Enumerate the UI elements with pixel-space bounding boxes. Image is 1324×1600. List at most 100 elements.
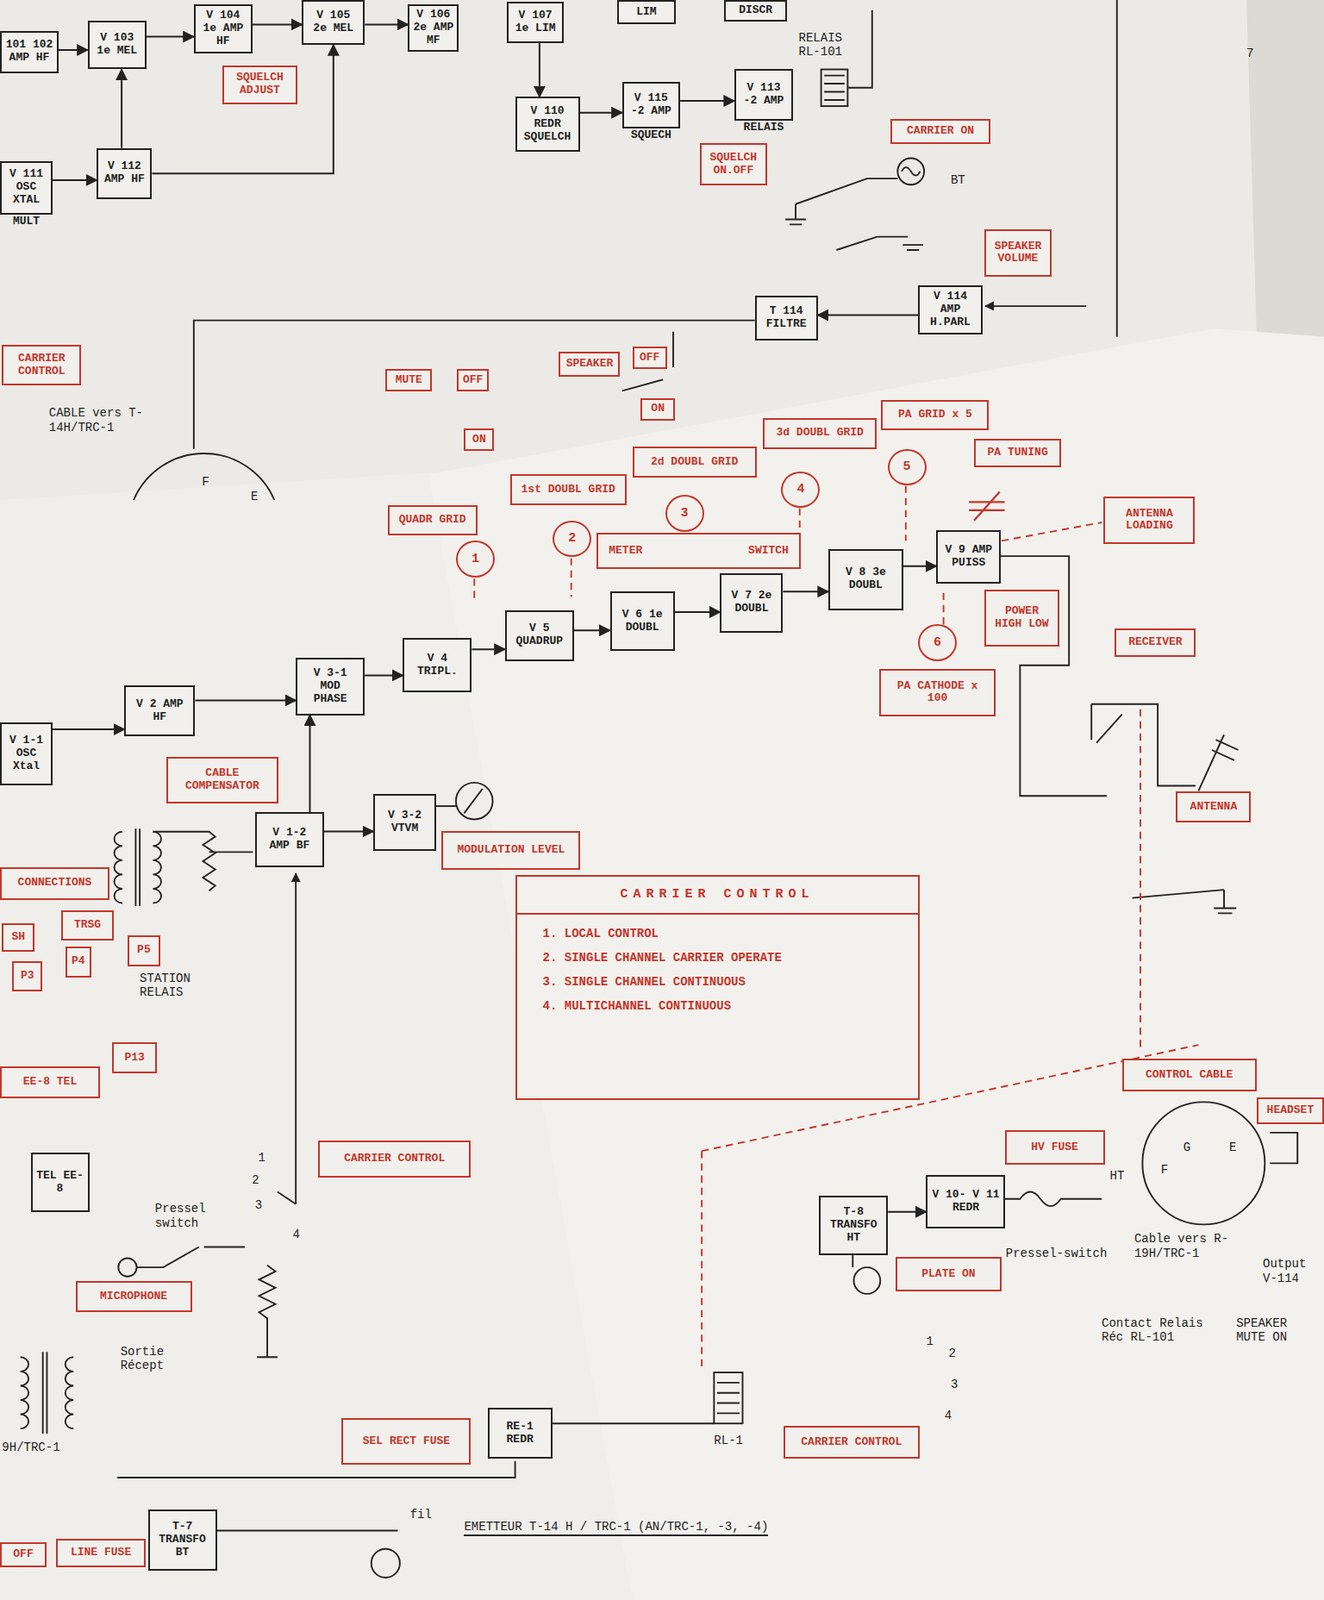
box-text: OFF <box>5 1548 42 1562</box>
signal-connector <box>887 1211 926 1213</box>
potentiometer <box>256 1265 278 1358</box>
box-text: DISCR <box>729 4 782 18</box>
stage-box: V 9 AMP PUISS <box>936 530 1001 584</box>
signal-connector <box>52 728 125 731</box>
control-label-box: TRSG <box>61 910 114 942</box>
control-label-box: 1st DOUBL GRID <box>510 474 627 506</box>
box-text: HV FUSE <box>1010 1141 1100 1155</box>
wire-label: Output V-114 <box>1262 1256 1319 1287</box>
box-text: V 3-2 VTVM <box>378 809 431 836</box>
signal-connector <box>471 648 505 650</box>
box-text: PLATE ON <box>900 1267 997 1281</box>
control-label-box: ANTENNA <box>1175 791 1251 823</box>
box-text: 1. LOCAL CONTROL <box>517 914 919 946</box>
box-text: V 4 TRIPL. <box>407 652 467 679</box>
stage-box: V 6 1e DOUBL <box>610 591 675 651</box>
transformer-coil <box>65 1356 74 1429</box>
wire-label: HT <box>1109 1168 1125 1184</box>
box-text: OFF <box>462 374 484 388</box>
wire <box>215 1530 399 1532</box>
box-text: P3 <box>17 969 38 983</box>
box-text: T-8 TRANSFO HT <box>824 1205 883 1245</box>
control-label-box: RECEIVER <box>1114 628 1196 657</box>
control-label-box: P3 <box>12 961 43 993</box>
meter-callout: 3 <box>665 494 705 532</box>
box-text: P13 <box>117 1051 152 1065</box>
box-text: ON <box>645 402 670 416</box>
box-text: V 5 QUADRUP <box>510 622 569 649</box>
control-label-box: P5 <box>127 935 161 967</box>
box-text: SQUELCH ON.OFF <box>705 151 762 178</box>
box-text: 2. SINGLE CHANNEL CARRIER OPERATE <box>517 945 919 970</box>
switch-contact <box>795 178 898 205</box>
table-title: CARRIER CONTROL <box>517 876 919 914</box>
transformer-core <box>135 828 140 906</box>
signal-connector <box>309 715 312 813</box>
box-text: V 2 AMP HF <box>129 698 190 725</box>
switch-position: 1 <box>257 1150 265 1166</box>
box-text: OFF <box>637 351 662 365</box>
stage-box: V 3-1 MOD PHASE <box>295 657 365 715</box>
box-text: V 7 2e DOUBL <box>724 589 778 616</box>
box-text: RE-1 REDR <box>493 1420 548 1447</box>
switch-position: 3 <box>950 1377 958 1393</box>
box-text: CONNECTIONS <box>5 876 105 890</box>
signal-connector <box>364 674 403 676</box>
wire-label: G <box>1183 1140 1191 1156</box>
dashed-link <box>1139 709 1142 1052</box>
box-text: PA TUNING <box>979 446 1056 460</box>
dashed-link <box>799 507 801 531</box>
wire-label: Pressel-switch <box>1005 1246 1108 1262</box>
dashed-link <box>473 578 475 602</box>
microphone-symbol <box>118 1257 137 1276</box>
stage-box: V 114 AMP H.PARL <box>918 285 983 335</box>
control-label-box: SPEAKER <box>558 351 620 376</box>
transformer-coil <box>20 1356 29 1429</box>
box-text: LIM <box>622 6 671 19</box>
box-text: V 1-2 AMP BF <box>260 826 319 853</box>
drawing-caption: EMETTEUR T-14 H / TRC-1 (AN/TRC-1, -3, -… <box>463 1519 769 1537</box>
callout-number: 6 <box>919 635 956 650</box>
box-text: V 113 -2 AMP <box>739 81 788 108</box>
box-text: CARRIER CONTROL <box>788 1436 915 1449</box>
stage-box: RE-1 REDR <box>487 1407 553 1459</box>
control-label-box: CABLE COMPENSATOR <box>166 756 279 804</box>
control-label-box: 3d DOUBL GRID <box>762 418 877 450</box>
box-text: CARRIER CONTROL <box>323 1152 466 1166</box>
wire-label: fil <box>410 1507 432 1523</box>
box-text: CARRIER ON <box>895 124 986 138</box>
box-text: QUADR GRID <box>393 513 473 527</box>
stage-box: V 110 REDR SQUELCH <box>515 96 581 152</box>
transformer-coil <box>153 831 162 904</box>
control-label-box: SH <box>1 923 35 952</box>
stage-box: V 10- V 11 REDR <box>925 1174 1006 1229</box>
signal-connector <box>120 69 123 149</box>
meter-links <box>474 485 1199 1368</box>
box-text: V 8 3e DOUBL <box>833 566 899 593</box>
box-text: MULT <box>0 215 69 229</box>
box-text: V 111 OSC XTAL <box>5 168 48 207</box>
meter-callout: 1 <box>455 540 495 578</box>
wire-label: CABLE vers T-14H/TRC-1 <box>49 405 157 436</box>
resistor-symbol <box>153 831 254 892</box>
pressel-switch <box>137 1246 245 1268</box>
signal-connector <box>580 112 623 114</box>
signal-connector <box>252 23 303 25</box>
box-text: MICROPHONE <box>81 1290 188 1304</box>
cable-connector <box>1142 1101 1265 1225</box>
control-label-box: SQUELCH ADJUST <box>222 65 298 105</box>
box-text: V 110 REDR SQUELCH <box>520 105 575 144</box>
wire-label: Contact Relais Réc RL-101 <box>1101 1316 1204 1346</box>
signal-connector <box>324 830 374 832</box>
box-text: RECEIVER <box>1119 636 1191 650</box>
box-text: PA CATHODE x 100 <box>884 680 991 706</box>
control-label-box: PLATE ON <box>895 1256 1002 1292</box>
box-text: P5 <box>132 943 156 957</box>
stage-box: V 7 2e DOUBL <box>719 573 783 633</box>
stage-box: V 111 OSC XTALMULT <box>0 161 53 215</box>
ground-symbol <box>785 204 806 225</box>
antenna-symbol <box>1198 734 1238 791</box>
box-text: SPEAKER <box>563 357 615 371</box>
speaker-switch <box>622 331 674 392</box>
control-label-box: PA TUNING <box>974 438 1062 468</box>
